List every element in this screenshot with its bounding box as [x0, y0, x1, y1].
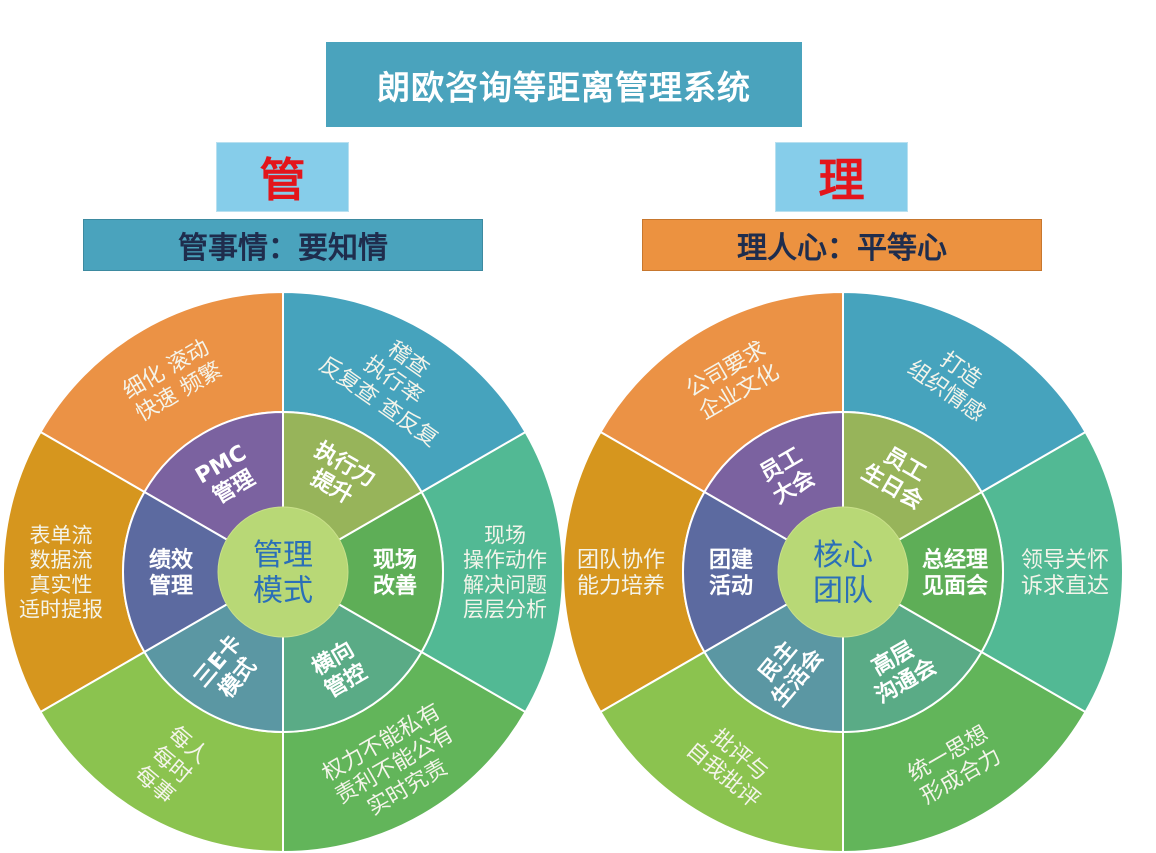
outer-label-line: 层层分析: [463, 598, 547, 622]
outer-label-line: 领导关怀: [1021, 548, 1109, 573]
inner-label-line: 总经理: [922, 547, 988, 573]
center-label-line: 管理: [253, 538, 313, 573]
center-label: 管理模式: [253, 538, 313, 608]
inner-label: 总经理见面会: [922, 547, 988, 599]
outer-label-line: 数据流: [30, 548, 93, 572]
inner-label: 绩效管理: [149, 547, 193, 599]
inner-label-line: 团建: [709, 548, 753, 573]
outer-label-line: 表单流: [30, 523, 93, 547]
center-label-line: 模式: [253, 574, 313, 609]
inner-label: 团建活动: [709, 548, 753, 599]
outer-label-line: 解决问题: [463, 573, 547, 597]
outer-label-line: 能力培养: [577, 574, 665, 599]
inner-label: 现场改善: [373, 548, 417, 599]
center-label-line: 团队: [813, 574, 873, 609]
inner-label-line: 绩效: [149, 547, 193, 573]
inner-label-line: 活动: [709, 574, 753, 599]
reason-char-box: 理: [775, 142, 908, 212]
outer-label-line: 操作动作: [463, 548, 547, 572]
outer-label-line: 适时提报: [19, 598, 103, 622]
outer-label: 领导关怀诉求直达: [1021, 548, 1109, 599]
outer-label: 每人每时每事: [130, 722, 213, 809]
system-title: 朗欧咨询等距离管理系统: [326, 42, 802, 127]
left-subtitle: 管事情：要知情: [83, 219, 483, 271]
manage-char-box: 管: [216, 142, 349, 212]
outer-label: 表单流数据流真实性适时提报: [19, 523, 103, 621]
center-label-line: 核心: [813, 538, 873, 573]
outer-label: 现场操作动作解决问题层层分析: [463, 523, 547, 621]
center-circle: [217, 506, 349, 638]
right-wheel: 员工大会公司要求企业文化团建活动团队协作能力培养民主生活会批评与自我批评高层沟通…: [562, 290, 1125, 853]
right-subtitle: 理人心：平等心: [642, 219, 1042, 271]
inner-label-line: 现场: [373, 548, 417, 573]
center-circle: [777, 506, 909, 638]
inner-label-line: 见面会: [922, 573, 988, 599]
inner-label-line: 管理: [149, 573, 193, 599]
outer-label-line: 现场: [484, 523, 526, 547]
inner-label-line: 改善: [373, 573, 417, 599]
inner-label: 员工大会: [756, 443, 820, 509]
outer-label-line: 团队协作: [577, 548, 665, 573]
outer-label-line: 诉求直达: [1021, 574, 1109, 599]
outer-label: 团队协作能力培养: [577, 548, 665, 599]
outer-label-line: 真实性: [30, 573, 93, 597]
center-label: 核心团队: [813, 538, 873, 608]
